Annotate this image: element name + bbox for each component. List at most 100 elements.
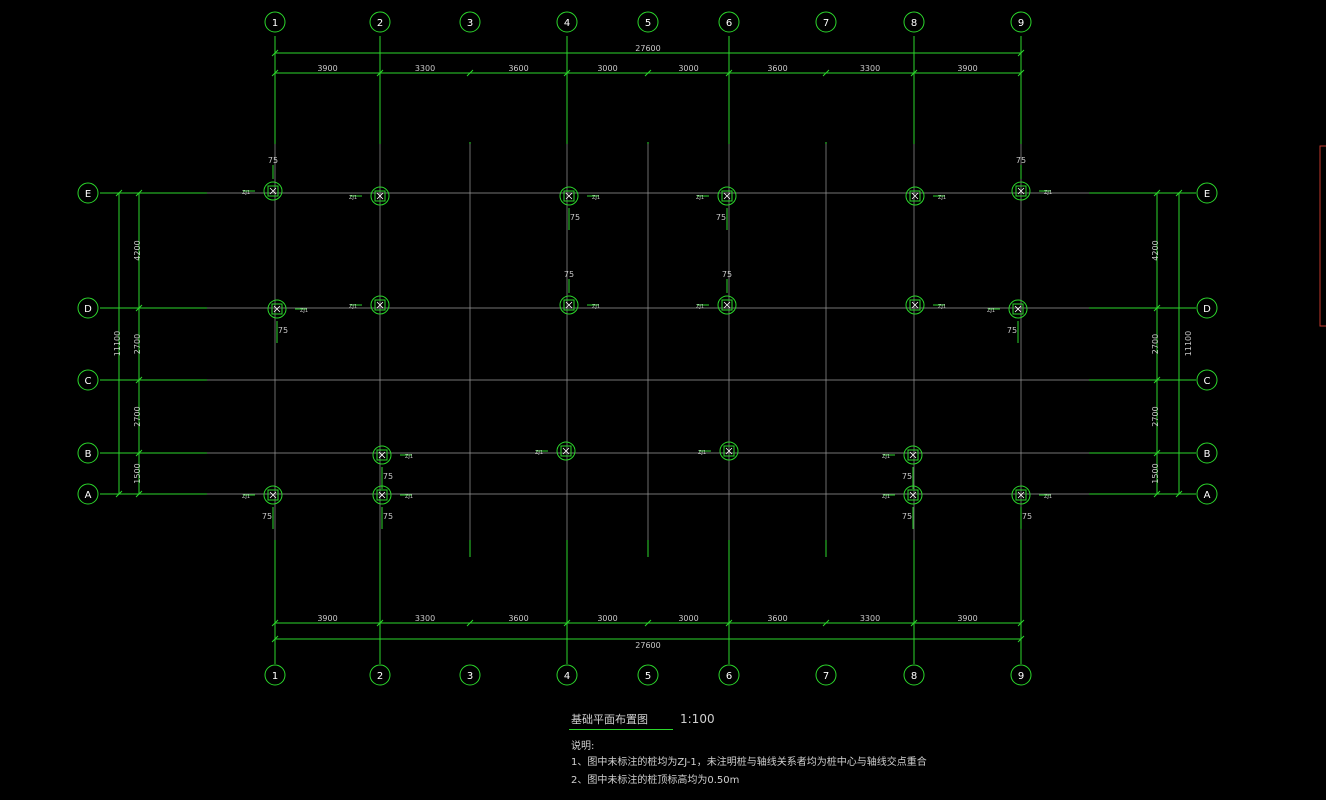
pile-tag: ZJ1 [349,195,357,201]
pile-circle [1011,485,1031,505]
pile-mark [562,447,570,455]
pile-mark [909,451,917,459]
axis-bubble-top-5-circle [637,11,659,33]
pile-tag: ZJ1 [696,304,704,310]
pile-offset-label: 75 [1022,512,1032,521]
pile-circle [905,186,925,206]
side-dim-right: 2700 [1151,334,1160,354]
drawing-scale: 1:100 [680,712,715,726]
pile-square [271,303,283,315]
axis-bubble-left-D-circle [77,297,99,319]
side-dim-left: 2700 [133,334,142,354]
pile-square [563,190,575,202]
axis-bubble-bottom-7: 7 [823,671,829,682]
pile-mark [376,192,384,200]
pile-circle [370,295,390,315]
dim-tick [1175,490,1183,498]
pile-square [376,449,388,461]
bay-dim-bottom: 3600 [508,614,528,623]
pile-circle [556,441,576,461]
bay-dim-bottom: 3900 [317,614,337,623]
pile-mark [911,192,919,200]
pile-tag: ZJ1 [882,494,890,500]
axis-bubble-bottom-1: 1 [272,671,278,682]
dim-tick [1017,635,1025,643]
pile-mark [1014,305,1022,313]
pile-tag: ZJ1 [535,450,543,456]
bay-dim-top: 3300 [415,64,435,73]
pile-cap: ZJ1 [698,441,739,461]
pile-tag: ZJ1 [242,190,250,196]
dim-tick [115,189,123,197]
dim-tick [1153,189,1161,197]
dim-tick [135,376,143,384]
pile-circle [903,445,923,465]
pile-cap: ZJ1 [349,186,390,206]
pile-offset-label: 75 [1007,326,1017,335]
dim-tick [135,304,143,312]
pile-mark [565,301,573,309]
pile-tag: ZJ1 [882,454,890,460]
axis-bubble-top-6-circle [718,11,740,33]
pile-mark [565,192,573,200]
bay-dim-bottom: 3300 [860,614,880,623]
overall-dim-left: 11100 [113,331,122,356]
axis-bubble-bottom-5-circle [637,664,659,686]
dim-tick [1017,619,1025,627]
dim-tick [1175,189,1183,197]
axis-bubble-right-D-circle [1196,297,1218,319]
dim-tick [563,69,571,77]
pile-mark [725,447,733,455]
overall-dim-right: 11100 [1184,331,1193,356]
pile-square [1012,303,1024,315]
axis-bubble-top-8-circle [903,11,925,33]
pile-offset-label: 75 [262,512,272,521]
pile-square [560,445,572,457]
pile-circle [267,299,287,319]
pile-circle [719,441,739,461]
axis-grid-lines [100,36,1196,664]
pile-offset-label: 75 [902,472,912,481]
axis-bubble-bottom-4: 4 [564,671,570,682]
title-underline [569,729,673,730]
pile-square [909,190,921,202]
axis-bubble-right-A-circle [1196,483,1218,505]
axis-bubble-bottom-9-circle [1010,664,1032,686]
axis-bubble-bottom-3: 3 [467,671,473,682]
axis-bubble-top-6: 6 [726,18,732,29]
axis-bubble-left-B-circle [77,442,99,464]
pile-tag: ZJ1 [698,450,706,456]
right-edge-mark [1319,145,1326,327]
pile-tag: ZJ1 [592,195,600,201]
pile-cap: ZJ1 [349,295,390,315]
pile-offset-label: 75 [1016,156,1026,165]
axis-bubble-bottom-7-circle [815,664,837,686]
side-dim-left: 2700 [133,406,142,426]
bay-dim-bottom: 3900 [957,614,977,623]
pile-circle [1011,181,1031,201]
pile-mark [1017,187,1025,195]
dim-tick [271,49,279,57]
bay-dim-top: 3000 [597,64,617,73]
pile-cap: ZJ1 [535,441,576,461]
note-1: 1、图中未标注的桩均为ZJ-1，未注明桩与轴线关系者均为桩中心与轴线交点重合 [571,757,927,768]
pile-tag: ZJ1 [242,494,250,500]
pile-cap: ZJ1 [905,186,946,206]
dim-tick [271,69,279,77]
axis-bubble-right-C-circle [1196,369,1218,391]
overall-dim-top: 27600 [635,44,660,53]
axis-bubble-left-D: D [84,304,92,315]
pile-offset-label: 75 [902,512,912,521]
side-dim-left: 4200 [133,240,142,260]
axis-bubble-top-7: 7 [823,18,829,29]
dim-tick [135,490,143,498]
dim-tick [135,449,143,457]
